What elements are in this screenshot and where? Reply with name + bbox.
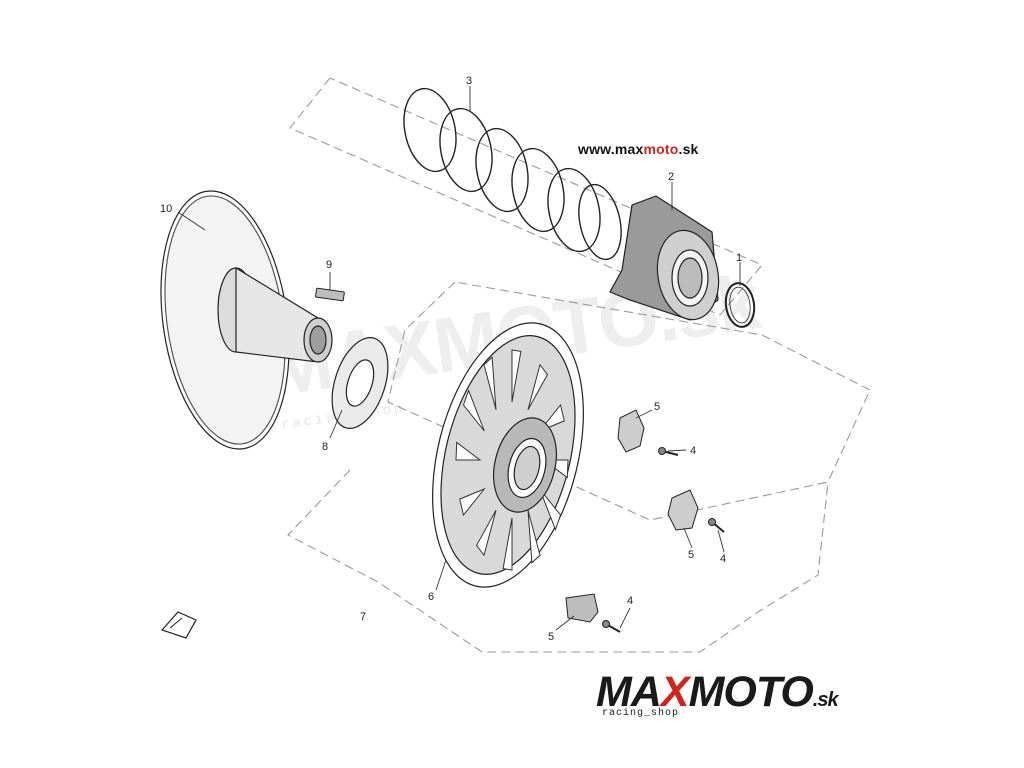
- ramp-spoke: [502, 517, 513, 571]
- ramp-spoke: [476, 509, 497, 557]
- callout-4-a: 4: [690, 445, 696, 457]
- logo-part-1: MA: [596, 668, 662, 716]
- logo-part-3: MOTO: [688, 668, 814, 716]
- ramp-spoke: [462, 389, 485, 432]
- circlip-part-1: [724, 282, 756, 328]
- callout-6: 6: [428, 591, 434, 603]
- slider-part-5-b: [667, 489, 699, 531]
- logo-tld: .sk: [812, 689, 839, 711]
- callout-5-c: 5: [548, 631, 554, 643]
- callout-9: 9: [326, 259, 332, 271]
- washer-part-8: [331, 337, 389, 429]
- spring-part-3: [403, 87, 622, 261]
- screw-part-4-b: [708, 518, 725, 533]
- website-url-suffix: .sk: [678, 141, 699, 157]
- callout-4-b: 4: [720, 553, 726, 565]
- movable-face-part-6: [432, 322, 584, 588]
- ramp-spoke: [527, 510, 541, 564]
- leader-lines: [177, 86, 741, 631]
- spring-seat-part-2: [609, 195, 720, 321]
- logo-tagline: racing_shop: [602, 708, 680, 719]
- slider-part-5-c: [565, 593, 599, 623]
- assembly-boundary-upper: [289, 77, 763, 316]
- ramp-spoke: [483, 356, 497, 410]
- screw-part-4-c: [602, 620, 621, 633]
- ramp-spoke: [527, 363, 548, 411]
- brand-logo: MAXMOTO.sk racing_shop: [596, 671, 886, 722]
- ramp-spoke: [539, 488, 562, 531]
- logo-part-2: X: [660, 668, 690, 716]
- assembly-boundary-lower: [287, 281, 871, 653]
- screw-part-4-a: [658, 447, 679, 456]
- callout-5-a: 5: [654, 401, 660, 413]
- website-url: www.maxmoto.sk: [578, 141, 699, 157]
- callout-8: 8: [322, 441, 328, 453]
- ramp-spoke: [455, 441, 482, 461]
- callout-7: 7: [360, 611, 366, 623]
- callout-4-c: 4: [627, 595, 633, 607]
- ramp-spoke: [511, 349, 522, 403]
- forward-direction-icon: [160, 611, 197, 639]
- callout-2: 2: [668, 171, 674, 183]
- logo-wordmark: MAXMOTO.sk: [596, 668, 839, 716]
- key-part-9: [315, 287, 345, 302]
- callout-3: 3: [466, 75, 472, 87]
- drive-face-part-10: [160, 190, 333, 450]
- website-url-prefix: www.max: [578, 141, 644, 157]
- callout-1: 1: [736, 252, 742, 264]
- slider-part-5-a: [617, 409, 645, 453]
- callout-10: 10: [160, 203, 172, 215]
- callout-5-b: 5: [688, 549, 694, 561]
- website-url-accent: moto: [643, 141, 679, 157]
- ramp-spoke: [459, 487, 486, 517]
